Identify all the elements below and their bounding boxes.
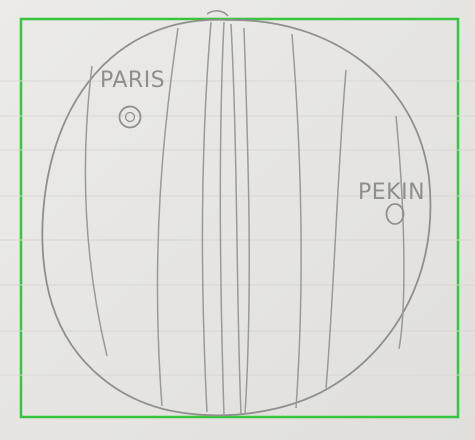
city-label-paris: PARIS [100,68,165,93]
city-label-pekin: PEKIN [358,180,425,205]
